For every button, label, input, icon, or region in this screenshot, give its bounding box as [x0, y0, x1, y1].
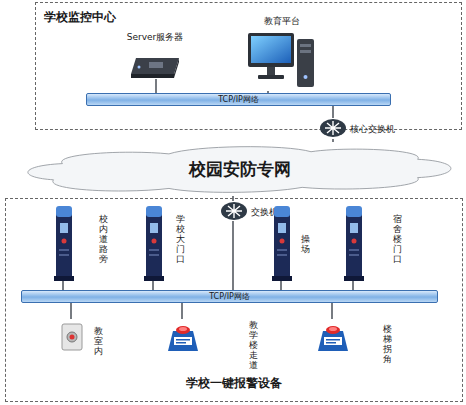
dashed-region: 学校一键报警设备 交换机校内道路旁 学校大门口 操场 宿舍楼门口 TCP/IP网络教室内 教…	[5, 198, 463, 402]
network-bar: TCP/IP网络	[21, 290, 438, 303]
region-heading: 学校监控中心	[44, 9, 116, 26]
location-label: 教室内	[94, 327, 103, 357]
device-icon	[61, 323, 83, 355]
network-link	[352, 281, 354, 290]
dashed-region: 学校监控中心 Server服务器 教育平台 TCP/IP网络	[35, 2, 462, 130]
network-label: TCP/IP网络	[218, 96, 259, 104]
device-icon	[271, 205, 293, 285]
device-icon	[165, 323, 201, 357]
network-link	[280, 281, 282, 290]
location-label: 楼梯拐角	[383, 325, 392, 365]
location-label: 校内道路旁	[99, 215, 108, 264]
device-icon	[315, 323, 351, 357]
network-link	[155, 79, 157, 93]
location-label: 教学楼走道	[249, 321, 258, 370]
region-heading: 学校一键报警设备	[6, 375, 462, 392]
device-icon	[245, 31, 317, 95]
device-icon	[53, 205, 75, 285]
switch-label: 交换机	[251, 206, 278, 219]
alarm-box: 楼梯拐角	[315, 319, 397, 373]
device-icon	[143, 205, 165, 285]
network-bar: TCP/IP网络	[86, 93, 391, 106]
device-icon	[127, 55, 182, 83]
device-label: Server服务器	[111, 31, 199, 44]
switch-label: 核心交换机	[350, 123, 395, 136]
network-label: TCP/IP网络	[209, 293, 250, 301]
device-node: 教育平台	[241, 15, 323, 91]
alarm-pillar: 操场	[271, 203, 317, 281]
network-link	[181, 303, 183, 319]
switch-node: 核心交换机	[319, 118, 414, 139]
switch-icon	[319, 118, 347, 142]
network-link	[62, 281, 64, 290]
network-link	[152, 281, 154, 290]
location-label: 学校大门口	[176, 215, 185, 264]
alarm-pillar: 校内道路旁	[53, 203, 111, 281]
network-cloud: 校园安防专网	[18, 142, 462, 196]
location-label: 操场	[301, 235, 310, 255]
network-link	[331, 303, 333, 319]
location-label: 宿舍楼门口	[393, 215, 402, 264]
network-link	[232, 221, 234, 290]
network-link	[332, 139, 334, 142]
alarm-box: 教学楼走道	[165, 319, 263, 373]
device-node: Server服务器	[111, 31, 199, 79]
network-link	[70, 303, 72, 319]
device-icon	[343, 205, 365, 285]
network-link	[332, 106, 334, 118]
switch-icon	[220, 201, 248, 225]
device-label: 教育平台	[241, 15, 323, 28]
alarm-pillar: 学校大门口	[143, 203, 191, 281]
alarm-pillar: 宿舍楼门口	[343, 203, 405, 281]
cloud-label: 校园安防专网	[189, 158, 291, 181]
alarm-box: 教室内	[61, 319, 106, 373]
